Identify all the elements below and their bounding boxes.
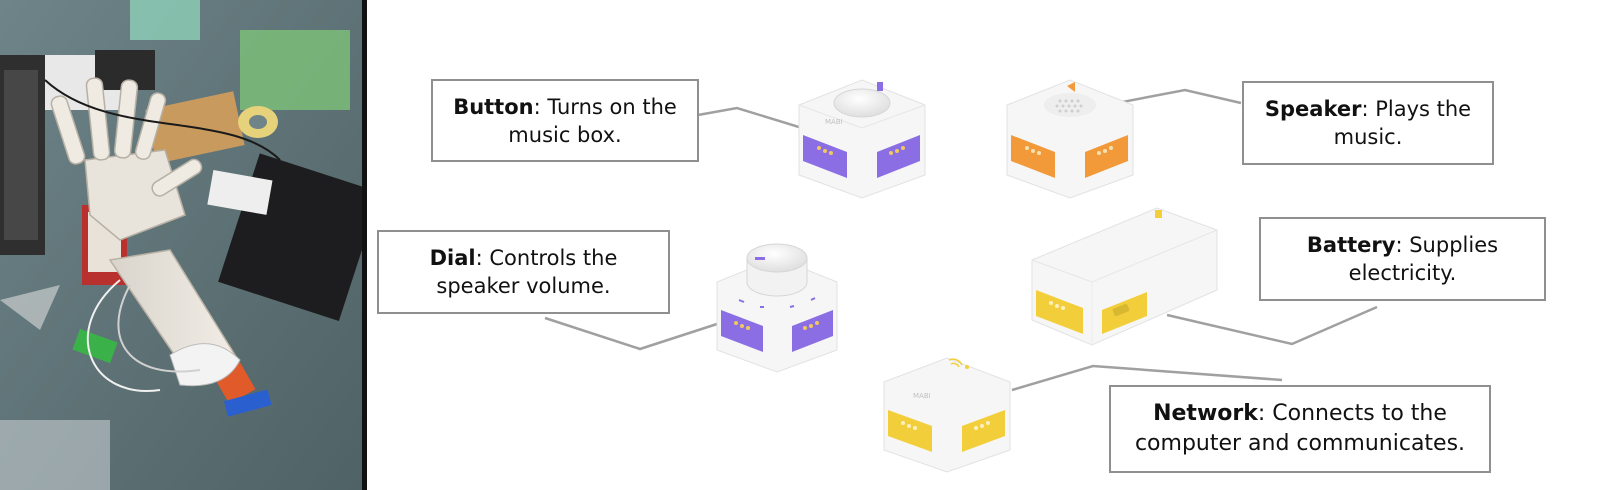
battery-module (1031, 207, 1218, 346)
robot-hand-illustration (0, 0, 362, 490)
callout-battery-text: : Supplies electricity. (1348, 233, 1499, 285)
button-module-logo: MABI (825, 118, 843, 126)
leader-line-speaker (1116, 88, 1242, 105)
callout-dial-text: : Controls the speaker volume. (436, 246, 618, 298)
callout-battery-name: Battery (1306, 233, 1396, 257)
callout-battery: Battery: Supplies electricity. (1259, 217, 1546, 301)
leader-line-button (697, 106, 803, 130)
leader-line-network (1011, 364, 1283, 392)
callout-speaker-text: : Plays the music. (1333, 97, 1472, 149)
callout-network: Network: Connects to the computer and co… (1109, 385, 1491, 473)
network-module: MABI (883, 357, 1011, 473)
dial-module (716, 243, 838, 373)
callout-button-name: Button (453, 94, 534, 119)
speaker-module (1006, 79, 1134, 199)
modules-svg: MABI (544, 79, 1378, 473)
button-module: MABI (798, 79, 926, 199)
callout-speaker: Speaker: Plays the music. (1242, 81, 1494, 165)
robot-hand-photo (0, 0, 362, 490)
callout-dial-name: Dial (429, 246, 476, 270)
leader-line-dial (544, 316, 718, 351)
leader-lines (544, 88, 1378, 392)
callout-dial: Dial: Controls the speaker volume. (377, 230, 670, 314)
panel-divider (362, 0, 367, 490)
callout-network-name: Network (1153, 401, 1258, 426)
callout-network-text: : Connects to the computer and communica… (1134, 401, 1466, 456)
network-module-logo: MABI (913, 392, 931, 400)
leader-line-battery (1166, 305, 1378, 346)
callout-button: Button: Turns on the music box. (431, 79, 699, 162)
callout-button-text: : Turns on the music box. (508, 94, 677, 147)
modules-diagram: MABI (367, 0, 1606, 490)
callout-speaker-name: Speaker (1264, 97, 1362, 121)
